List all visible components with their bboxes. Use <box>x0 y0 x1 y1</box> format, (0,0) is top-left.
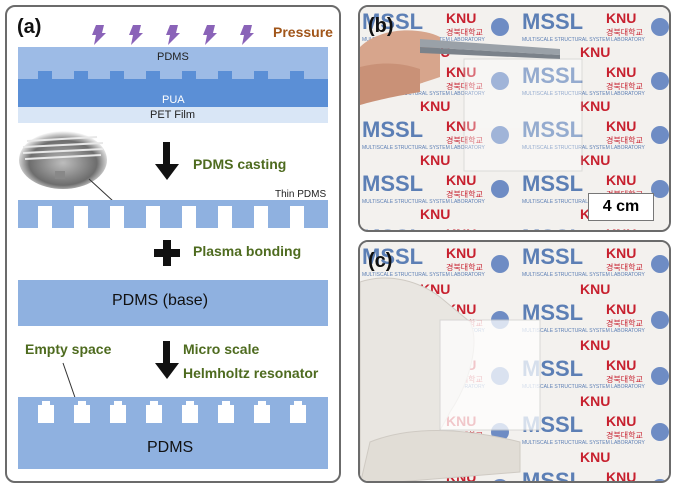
panel-b-photo: MSSL KNU 경북대학교 MULTISCALE STRUCTURAL SYS… <box>358 5 671 232</box>
pressure-arrow-icon <box>240 25 254 45</box>
pressure-arrow-icon <box>129 25 143 45</box>
panel-c-label: (c) <box>368 250 393 272</box>
micrograph-inset <box>19 131 107 189</box>
pua-label: PUA <box>162 94 185 106</box>
mold-stack <box>18 47 328 123</box>
pdms-base-block <box>18 280 328 326</box>
pressure-arrow-icon <box>203 25 217 45</box>
step-plasma-bonding: Plasma bonding <box>193 243 302 259</box>
down-arrow-icon <box>155 341 179 379</box>
pdms-bottom-label: PDMS <box>147 439 194 456</box>
pointer-line <box>88 178 114 202</box>
pressure-arrows <box>92 25 254 45</box>
step-micro-scale: Micro scale <box>183 341 260 357</box>
panel-c-photo: MSSL KNU 경북대학교 MULTISCALE STRUCTURAL SYS… <box>358 240 671 483</box>
pdms-base-label: PDMS (base) <box>112 292 209 309</box>
empty-space-label: Empty space <box>25 341 112 357</box>
pet-label: PET Film <box>150 109 196 121</box>
lab-backdrop: MSSL KNU 경북대학교 MULTISCALE STRUCTURAL SYS… <box>360 7 669 230</box>
pressure-label: Pressure <box>273 24 333 40</box>
panel-a-label: (a) <box>17 16 42 38</box>
step-pdms-casting: PDMS casting <box>193 156 287 172</box>
plus-icon <box>154 240 180 266</box>
lab-backdrop: MSSL KNU 경북대학교 MULTISCALE STRUCTURAL SYS… <box>360 242 669 481</box>
step-helmholtz: Helmholtz resonator <box>183 365 319 381</box>
pressure-arrow-icon <box>166 25 180 45</box>
panel-a: (a) Pressure PDMS PUA PET Film <box>5 5 341 483</box>
panel-b-label: (b) <box>368 15 394 37</box>
thin-pdms-layer <box>18 200 328 228</box>
thin-pdms-label: Thin PDMS <box>275 189 327 200</box>
scale-bar-label: 4 cm <box>588 193 654 221</box>
final-device <box>18 397 328 469</box>
down-arrow-icon <box>155 142 179 180</box>
pdms-top-label: PDMS <box>157 51 189 63</box>
pressure-arrow-icon <box>92 25 106 45</box>
